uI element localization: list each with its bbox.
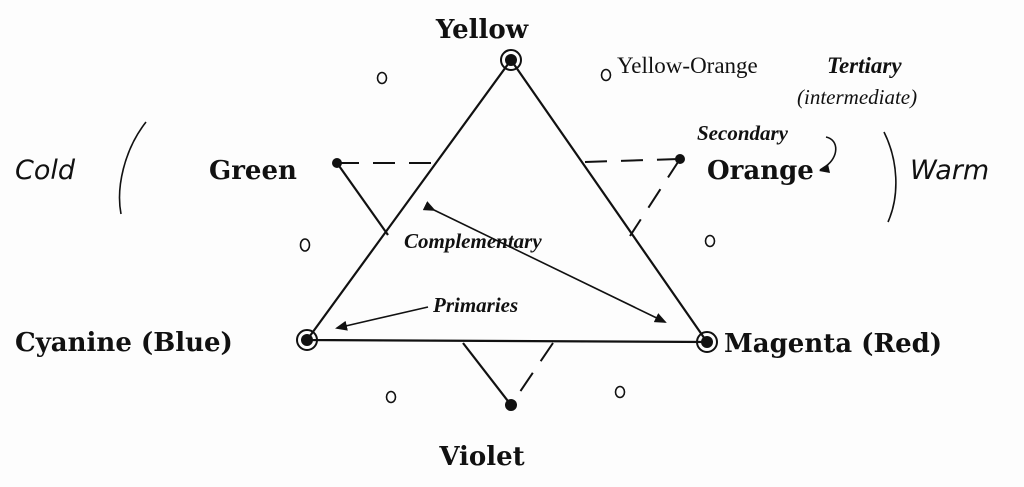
label-yellow: Yellow bbox=[435, 15, 529, 45]
label-orange: Orange bbox=[707, 156, 814, 186]
tertiary-marker bbox=[600, 68, 612, 82]
secondary-edge-green-violet-top bbox=[336, 162, 389, 236]
tertiary-marker bbox=[299, 238, 311, 252]
label-intermediate: (intermediate) bbox=[797, 85, 917, 109]
secondary-edge-green-orange-right bbox=[584, 158, 681, 163]
label-magenta: Magenta (Red) bbox=[724, 329, 942, 359]
label-yellow-orange: Yellow-Orange bbox=[617, 53, 758, 78]
node-violet bbox=[505, 399, 517, 411]
node-magenta bbox=[696, 331, 718, 353]
label-green: Green bbox=[209, 156, 297, 186]
label-cold: Cold bbox=[15, 155, 76, 186]
tertiary-marker bbox=[385, 390, 397, 404]
secondary-edge-violet-left bbox=[462, 342, 512, 406]
complementary-arrow bbox=[422, 201, 667, 323]
label-complementary: Complementary bbox=[404, 229, 542, 253]
node-orange bbox=[675, 154, 685, 164]
primary-triangle bbox=[304, 58, 710, 344]
tertiary-marker bbox=[376, 71, 388, 85]
secondary-edge-violet-right bbox=[510, 342, 554, 406]
node-cyanine bbox=[296, 329, 318, 351]
primaries-arrow bbox=[335, 306, 429, 331]
tertiary-marker bbox=[704, 234, 716, 248]
label-primaries: Primaries bbox=[432, 293, 518, 317]
node-yellow bbox=[500, 49, 522, 71]
label-violet: Violet bbox=[438, 442, 524, 472]
tertiary-marker bbox=[614, 385, 626, 399]
warm-bracket bbox=[883, 131, 897, 223]
label-cyanine: Cyanine (Blue) bbox=[15, 328, 233, 358]
secondary-edge-orange-violet-top bbox=[629, 158, 681, 237]
secondary-pointer-head bbox=[819, 164, 830, 173]
cold-bracket bbox=[118, 121, 147, 215]
label-tertiary: Tertiary bbox=[827, 53, 902, 78]
label-warm: Warm bbox=[910, 155, 989, 186]
label-secondary: Secondary bbox=[697, 121, 789, 145]
node-green bbox=[332, 158, 342, 168]
